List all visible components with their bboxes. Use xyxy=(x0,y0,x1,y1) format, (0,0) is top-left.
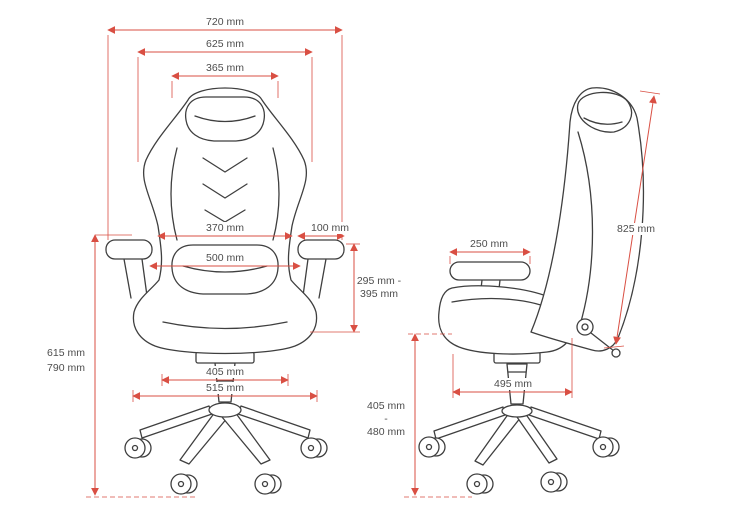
dim-label-seat-height-min: 405 mm xyxy=(365,400,407,412)
dim-label-seat-height-max: 480 mm xyxy=(365,426,407,438)
dim-label-seat-width: 500 mm xyxy=(204,252,246,264)
dim-label-base-depth: 495 mm xyxy=(492,378,534,390)
dim-label-armrest-depth: 250 mm xyxy=(468,238,510,250)
headrest-pillow xyxy=(184,96,266,142)
dim-label-overall-width: 720 mm xyxy=(204,16,246,28)
dim-label-armrest-height-max: 395 mm xyxy=(358,288,400,300)
backrest-side xyxy=(530,87,645,352)
chair-shell-front xyxy=(132,87,318,355)
dim-label-backrest-top-width: 625 mm xyxy=(204,38,246,50)
chair-side-view-drawing xyxy=(418,87,645,495)
dim-label-base-outer-width: 515 mm xyxy=(204,382,246,394)
chair-front-view-drawing xyxy=(105,87,345,495)
dim-label-headrest-width: 365 mm xyxy=(204,62,246,74)
dim-label-base-inner-width: 405 mm xyxy=(204,366,246,378)
dim-label-backrest-height: 825 mm xyxy=(615,223,657,235)
dim-label-backrest-mid-width: 370 mm xyxy=(204,222,246,234)
dim-label-seat-height-separator: - xyxy=(382,413,390,425)
caster-wheels-side-view xyxy=(418,436,620,495)
dim-label-overall-height-min: 615 mm xyxy=(45,347,87,359)
dim-label-armrest-height-min: 295 mm - xyxy=(354,275,404,287)
dimension-lines xyxy=(86,26,661,498)
dim-label-overall-height-max: 790 mm xyxy=(45,362,87,374)
caster-wheels-front-view xyxy=(124,437,328,495)
dim-label-armrest-pad-width: 100 mm xyxy=(309,222,351,234)
